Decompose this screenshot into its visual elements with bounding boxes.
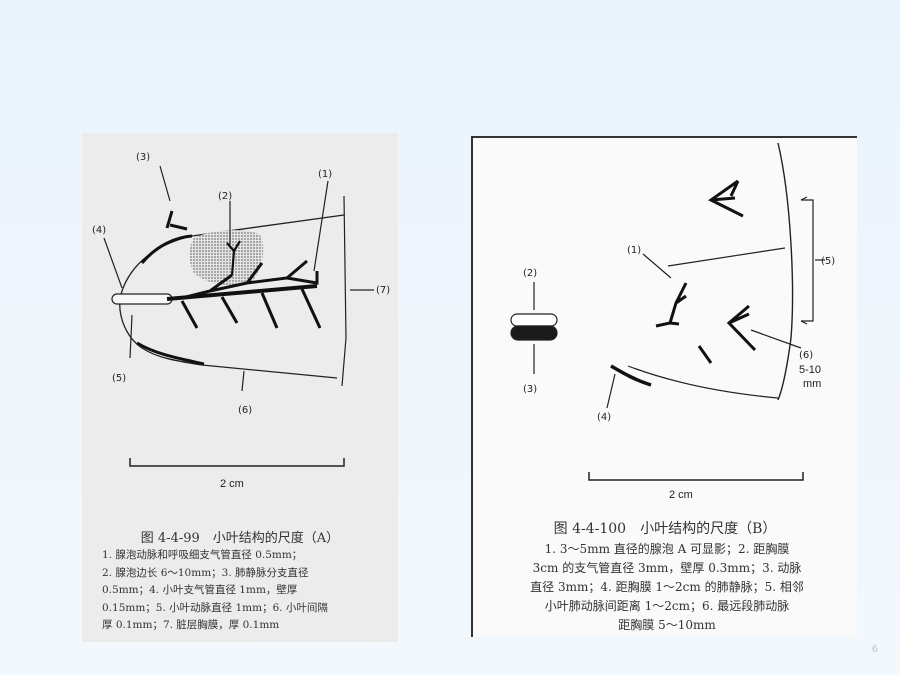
bronchus-tube bbox=[111, 293, 173, 305]
artery-cylinder bbox=[510, 325, 558, 341]
label-b-range: 5-10 bbox=[799, 364, 821, 376]
label-a-3: (3) bbox=[136, 152, 150, 163]
scale-label-b: 2 cm bbox=[669, 489, 693, 501]
page-number: 6 bbox=[871, 644, 878, 655]
figure-a-panel: (3) (2) (1) (4) (5) (6) (7) 2 cm 图 4-4-9… bbox=[82, 133, 398, 642]
bracket-5 bbox=[801, 199, 814, 322]
label-a-4: (4) bbox=[92, 225, 106, 236]
scale-bar-a bbox=[129, 458, 345, 467]
figure-b-diagram: (1) (2) (3) (4) (5) (6) 5-10 mm 2 cm bbox=[510, 142, 835, 501]
figure-a-caption: 1. 腺泡动脉和呼吸细支气管直径 0.5mm； 2. 腺泡边长 6～10mm；3… bbox=[102, 549, 328, 631]
small-vessel bbox=[697, 345, 713, 364]
label-a-6: (6) bbox=[238, 405, 252, 416]
label-b-1: (1) bbox=[627, 245, 641, 256]
label-b-4: (4) bbox=[597, 412, 611, 423]
bronchus-cylinder bbox=[510, 313, 558, 327]
label-a-2: (2) bbox=[218, 191, 232, 202]
lobule-lower-wall bbox=[136, 341, 205, 366]
label-b-3: (3) bbox=[523, 384, 537, 395]
label-a-1: (1) bbox=[318, 169, 332, 180]
figure-b-panel: (1) (2) (3) (4) (5) (6) 5-10 mm 2 cm 图 4… bbox=[471, 136, 857, 637]
figure-b-caption: 1. 3～5mm 直径的腺泡 A 可显影；2. 距胸膜 3cm 的支气管直径 3… bbox=[530, 542, 804, 632]
label-a-7: (7) bbox=[376, 285, 390, 296]
scale-label-a: 2 cm bbox=[220, 478, 244, 490]
pleura-curve-b bbox=[777, 142, 794, 401]
label-a-5: (5) bbox=[112, 373, 126, 384]
pleura-line bbox=[341, 195, 347, 387]
artery-6 bbox=[726, 304, 757, 352]
label-b-2: (2) bbox=[523, 268, 537, 279]
figure-a-title: 图 4-4-99 小叶结构的尺度（A） bbox=[140, 531, 340, 546]
lobule-upper-wall bbox=[140, 234, 193, 264]
label-b-5: (5) bbox=[821, 256, 835, 267]
acinus-area bbox=[189, 229, 264, 286]
lobule-line-lower bbox=[627, 365, 779, 399]
label-b-unit: mm bbox=[803, 378, 821, 390]
lobule-line-upper bbox=[667, 247, 786, 267]
label-b-6: (6) bbox=[799, 350, 813, 361]
figure-a-diagram: (3) (2) (1) (4) (5) (6) (7) 2 cm bbox=[92, 152, 390, 490]
vein-4 bbox=[610, 364, 652, 387]
acinus-branch bbox=[655, 282, 688, 328]
scale-bar-b bbox=[588, 472, 804, 481]
figure-b-title: 图 4-4-100 小叶结构的尺度（B） bbox=[553, 521, 777, 537]
